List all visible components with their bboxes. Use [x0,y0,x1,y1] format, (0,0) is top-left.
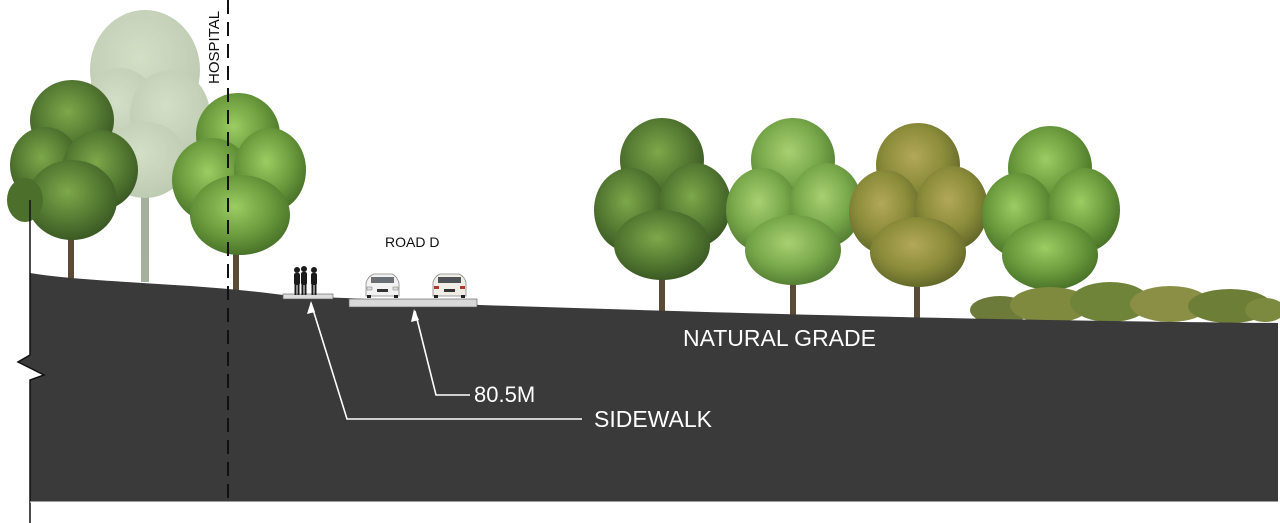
elevation-leader [411,309,470,396]
tree-icon [594,118,731,312]
person-icon [294,267,300,295]
person-icon [311,267,317,295]
tree-icon [172,93,306,290]
road-slab [348,298,478,308]
road-label: ROAD D [385,234,439,250]
ground-section [18,273,1278,502]
tree-icon [726,118,862,315]
car-icon [432,273,467,298]
tree-icon [7,80,138,280]
natural-grade-label: NATURAL GRADE [683,325,876,351]
shrub-icon [970,282,1280,324]
hospital-label: HOSPITAL [206,11,223,84]
break-line-icon [16,200,46,523]
person-icon [301,266,307,295]
tree-icon [849,123,988,318]
sidewalk-label: SIDEWALK [594,406,713,432]
car-icon [365,273,400,298]
sidewalk-leader [307,301,582,420]
sidewalk-slab [282,293,334,300]
tree-icon [982,126,1120,320]
elevation-label: 80.5M [474,382,535,407]
